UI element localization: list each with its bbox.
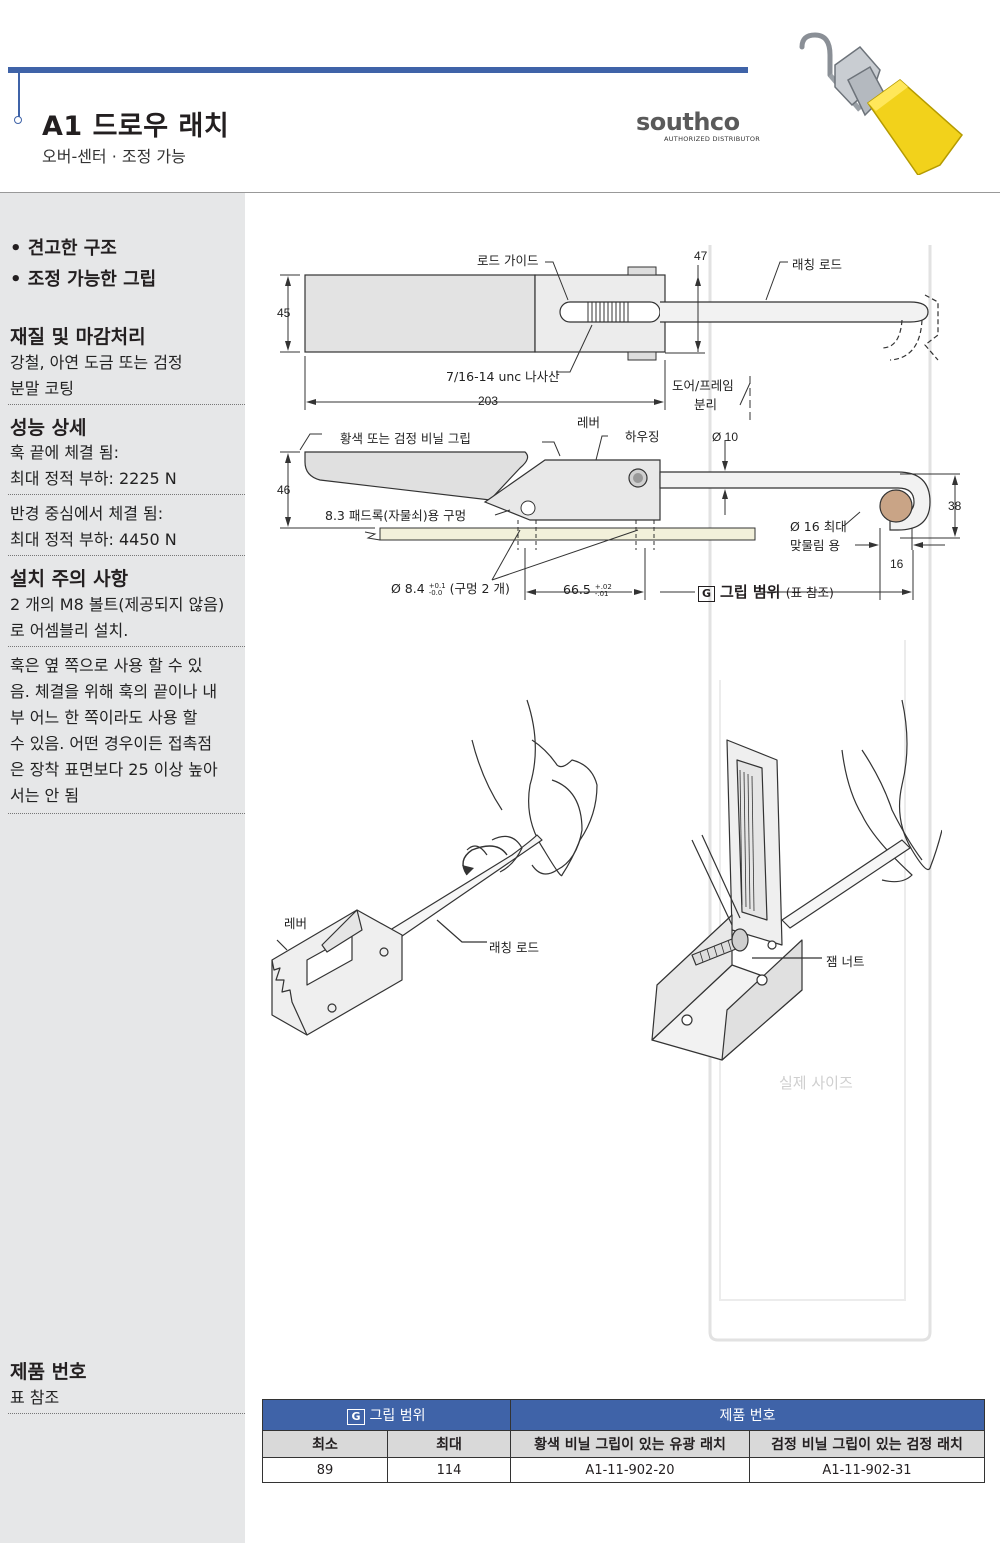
dia-16-label: Ø 16 최대: [790, 519, 847, 534]
part-number-header: 제품 번호: [510, 1399, 985, 1431]
installation-illustration: [271, 699, 942, 1061]
thread-label: 7/16-14 unc 나사산: [446, 369, 560, 384]
door-frame-label: 분리: [694, 397, 718, 412]
padlock-hole-label: 8.3 패드록(자물쇠)용 구멍: [325, 508, 467, 523]
door-frame-label: 도어/프레임: [672, 378, 734, 393]
install-heading: 설치 주의 사항: [10, 568, 129, 590]
part-number-text: 표 참조: [10, 1388, 60, 1407]
actual-size-label: 실제 사이즈: [779, 1074, 853, 1092]
install-line: 훅은 옆 쪽으로 사용 할 수 있: [10, 656, 203, 675]
dim-46: 46: [277, 483, 291, 497]
grip-range-text: 그립 범위: [720, 583, 781, 601]
col-yellow: 황색 비닐 그립이 있는 유광 래치: [510, 1430, 750, 1458]
page-subtitle: 오버-센터 · 조정 가능: [42, 147, 186, 166]
table-row: 89 114 A1-11-902-20 A1-11-902-31: [262, 1457, 985, 1483]
divider: [8, 555, 245, 556]
rod-guide-label: 로드 가이드: [477, 253, 539, 268]
install-line: 로 어셈블리 설치.: [10, 621, 129, 640]
header-divider: [0, 192, 1000, 193]
feature-bullet: • 견고한 구조: [10, 238, 117, 259]
install-line: 부 어느 한 쪽이라도 사용 할: [10, 708, 198, 727]
performance-heading: 성능 상세: [10, 417, 87, 439]
hole-tol-up: +0.1: [428, 581, 446, 590]
performance-text: 훅 끝에 체결 됨: 최대 정적 부하: 2225 N: [10, 440, 245, 492]
feature-bullet: • 조정 가능한 그립: [10, 269, 157, 290]
southco-logo: southco: [636, 108, 740, 136]
grip-range-ref: (표 참조): [785, 585, 834, 600]
install-note: 훅은 옆 쪽으로 사용 할 수 있 음. 체결을 위해 훅의 끝이나 내 부 어…: [10, 653, 245, 809]
side-view-drawing: [280, 433, 960, 600]
grip-label: 황색 또는 검정 비닐 그립: [340, 431, 471, 446]
top-view-drawing: [280, 261, 939, 420]
col-black: 검정 비닐 그립이 있는 검정 래치: [749, 1430, 985, 1458]
hole-tol-down: -0.0: [428, 588, 443, 597]
lever-illustration-label: 레버: [284, 916, 308, 931]
dim-66-tol-down: -.01: [594, 589, 609, 598]
col-min: 최소: [262, 1430, 388, 1458]
install-line: 은 장착 표면보다 25 이상 높아: [10, 760, 218, 779]
product-photo: [799, 32, 964, 175]
dim-66-value: 66.5: [563, 582, 591, 597]
g-symbol: G: [698, 586, 716, 602]
hole-dimension: Ø 8.4 +0.1 -0.0 (구멍 2 개): [391, 578, 510, 597]
latching-rod-label: 래칭 로드: [792, 257, 842, 272]
lever-label: 레버: [577, 415, 601, 430]
cell-max: 114: [387, 1457, 511, 1483]
hole-dia: Ø 8.4: [391, 581, 425, 596]
perf-line: 최대 정적 부하: 2225 N: [10, 469, 177, 488]
logo-tagline: AUTHORIZED DISTRIBUTOR: [664, 135, 761, 143]
material-line: 강철, 아연 도금 또는 검정: [10, 353, 183, 372]
material-text: 강철, 아연 도금 또는 검정 분말 코팅: [10, 350, 245, 402]
dim-66-tol-up: +.02: [594, 582, 612, 591]
dim-16: 16: [890, 557, 904, 571]
g-symbol: G: [347, 1409, 365, 1425]
header-accent-line: [18, 73, 20, 117]
material-heading: 재질 및 마감처리: [10, 326, 146, 348]
sidebar: [0, 193, 245, 1543]
feature-text: 조정 가능한 그립: [27, 269, 157, 290]
dia-16-label: 맞물림 용: [790, 538, 840, 553]
housing-label: 하우징: [625, 429, 660, 444]
cell-yellow-part: A1-11-902-20: [510, 1457, 750, 1483]
cell-min: 89: [262, 1457, 388, 1483]
feature-text: 견고한 구조: [27, 238, 117, 259]
material-line: 분말 코팅: [10, 379, 74, 398]
perf-line: 반경 중심에서 체결 됨:: [10, 504, 164, 523]
dim-203: 203: [478, 394, 499, 408]
hole-count: (구멍 2 개): [449, 581, 510, 596]
dia-10: Ø 10: [712, 430, 739, 444]
header-accent-dot: [14, 116, 22, 124]
divider: [8, 813, 245, 814]
page-title: A1 드로우 래치: [42, 111, 230, 142]
install-line: 음. 체결을 위해 훅의 끝이나 내: [10, 682, 218, 701]
divider: [8, 646, 245, 647]
install-line: 수 있음. 어떤 경우이든 접촉점: [10, 734, 213, 753]
dim-38: 38: [948, 499, 962, 513]
perf-line: 훅 끝에 체결 됨:: [10, 443, 119, 462]
grip-range-header-text: 그립 범위: [369, 1408, 426, 1424]
perf-line: 최대 정적 부하: 4450 N: [10, 530, 177, 549]
jam-nut-label: 잼 너트: [826, 954, 865, 969]
dim-45: 45: [277, 306, 291, 320]
latching-rod-illustration-label: 래칭 로드: [489, 940, 539, 955]
install-line: 2 개의 M8 볼트(제공되지 않음): [10, 595, 225, 614]
header-rule: [8, 67, 748, 73]
divider: [8, 1413, 245, 1414]
divider: [8, 494, 245, 495]
cell-black-part: A1-11-902-31: [749, 1457, 985, 1483]
dim-66-5: 66.5 +.02 -.01: [563, 582, 612, 598]
dim-47: 47: [694, 249, 708, 263]
performance-text: 반경 중심에서 체결 됨: 최대 정적 부하: 4450 N: [10, 501, 245, 553]
part-number-heading: 제품 번호: [10, 1361, 87, 1383]
install-text: 2 개의 M8 볼트(제공되지 않음) 로 어셈블리 설치.: [10, 592, 245, 644]
install-line: 서는 안 됨: [10, 786, 80, 805]
col-max: 최대: [387, 1430, 511, 1458]
divider: [8, 404, 245, 405]
